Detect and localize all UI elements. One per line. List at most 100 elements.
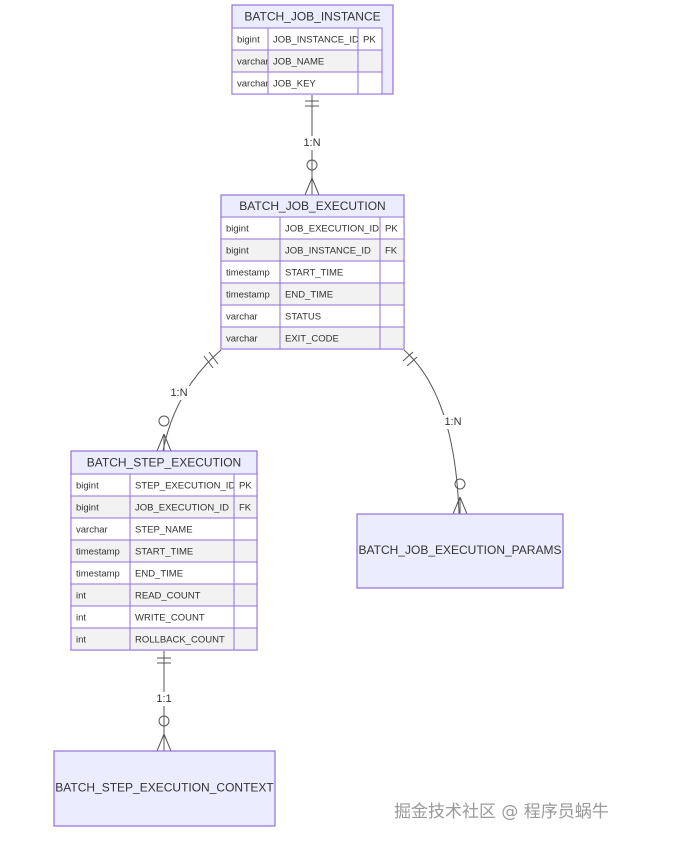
entity-step-execution-context: BATCH_STEP_EXECUTION_CONTEXT — [53, 750, 276, 827]
cardinality-one-mark — [402, 351, 414, 362]
cardinality-many-crowfoot — [452, 496, 468, 515]
attribute-row: varchar EXIT_CODE — [220, 326, 405, 350]
attr-type: timestamp — [76, 547, 120, 558]
cardinality-many-crowfoot — [304, 177, 320, 196]
attr-name: JOB_EXECUTION_ID — [135, 503, 229, 514]
attribute-row: timestamp START_TIME — [70, 539, 258, 563]
attr-cell — [357, 49, 383, 73]
attr-name: START_TIME — [135, 547, 193, 558]
attr-type: int — [76, 613, 86, 624]
attr-cell — [233, 561, 258, 585]
attr-type: timestamp — [226, 268, 270, 279]
attr-name: JOB_KEY — [273, 79, 316, 90]
cardinality-zero-circle — [454, 478, 466, 490]
entity-job-execution-params: BATCH_JOB_EXECUTION_PARAMS — [356, 513, 564, 589]
cardinality-zero-circle — [158, 415, 170, 427]
attribute-row: int READ_COUNT — [70, 583, 258, 607]
attr-name: JOB_EXECUTION_ID — [285, 224, 379, 235]
attr-cell — [233, 539, 258, 563]
attr-type: varchar — [237, 79, 269, 90]
attr-cell — [233, 627, 258, 651]
attribute-row: bigint JOB_INSTANCE_ID PK — [231, 27, 383, 51]
attr-type: bigint — [226, 246, 249, 257]
attr-name: STATUS — [285, 312, 321, 323]
relationship-label-bg — [168, 386, 190, 400]
cardinality-one-mark — [208, 351, 219, 365]
cardinality-many-crowfoot — [156, 433, 172, 452]
attr-key: PK — [363, 35, 376, 46]
attr-cell — [233, 605, 258, 629]
relationships: 1:N 1:N 1:N 1:1 — [153, 95, 468, 752]
cardinality-zero-circle — [306, 159, 318, 171]
attr-type: bigint — [226, 224, 249, 235]
attribute-row: int ROLLBACK_COUNT — [70, 627, 258, 651]
relationship-job-execution-to-step-execution: 1:N — [156, 349, 222, 452]
attr-key: FK — [239, 503, 252, 514]
relationship-label: 1:1 — [156, 693, 171, 705]
attr-cell — [233, 517, 258, 541]
relationship-label-bg — [153, 692, 175, 706]
attribute-row: timestamp END_TIME — [70, 561, 258, 585]
cardinality-one-mark — [406, 356, 418, 367]
attr-type: bigint — [237, 35, 260, 46]
relationship-label-bg — [442, 415, 464, 429]
attr-key: PK — [385, 224, 398, 235]
attr-type: int — [76, 591, 86, 602]
relationship-line — [403, 349, 460, 515]
attr-type: varchar — [226, 334, 258, 345]
attr-name: END_TIME — [135, 569, 183, 580]
entity-name: BATCH_JOB_INSTANCE — [244, 10, 380, 24]
attr-cell — [379, 326, 405, 350]
relationship-label: 1:N — [303, 137, 320, 149]
attr-name: EXIT_CODE — [285, 334, 339, 345]
attr-type: varchar — [76, 525, 108, 536]
attr-key: PK — [239, 481, 252, 492]
relationship-job-instance-to-job-execution: 1:N — [301, 95, 323, 196]
attr-type: timestamp — [226, 290, 270, 301]
attr-type: varchar — [226, 312, 258, 323]
attr-key: FK — [385, 246, 398, 257]
attr-cell — [379, 260, 405, 284]
attr-name: READ_COUNT — [135, 591, 201, 602]
relationship-job-execution-to-job-execution-params: 1:N — [402, 349, 468, 515]
attribute-row: varchar STATUS — [220, 304, 405, 328]
attribute-row: bigint STEP_EXECUTION_ID PK — [70, 473, 258, 497]
relationship-label: 1:N — [170, 387, 187, 399]
attr-cell — [379, 282, 405, 306]
watermark: 掘金技术社区 @ 程序员蜗牛 — [394, 802, 609, 822]
cardinality-one-mark — [203, 355, 214, 369]
entity-name: BATCH_JOB_EXECUTION_PARAMS — [359, 543, 562, 557]
relationship-line — [162, 349, 222, 452]
attr-name: END_TIME — [285, 290, 333, 301]
attr-type: timestamp — [76, 569, 120, 580]
cardinality-zero-circle — [158, 715, 170, 727]
attr-type: bigint — [76, 481, 99, 492]
entity-box — [356, 513, 564, 589]
attribute-row: bigint JOB_INSTANCE_ID FK — [220, 238, 405, 262]
cardinality-many-crowfoot — [156, 733, 172, 752]
attr-cell — [357, 71, 383, 95]
attribute-row: varchar STEP_NAME — [70, 517, 258, 541]
attribute-row: timestamp END_TIME — [220, 282, 405, 306]
entity-name: BATCH_STEP_EXECUTION — [87, 456, 241, 470]
attr-name: JOB_INSTANCE_ID — [273, 35, 359, 46]
attr-name: JOB_INSTANCE_ID — [285, 246, 371, 257]
attr-type: int — [76, 635, 86, 646]
attr-name: ROLLBACK_COUNT — [135, 635, 225, 646]
attr-cell — [379, 304, 405, 328]
attr-cell — [233, 583, 258, 607]
entity-name: BATCH_STEP_EXECUTION_CONTEXT — [55, 781, 274, 795]
relationship-label: 1:N — [444, 416, 461, 428]
attr-name: STEP_EXECUTION_ID — [135, 481, 235, 492]
attr-name: STEP_NAME — [135, 525, 193, 536]
attr-name: WRITE_COUNT — [135, 613, 205, 624]
attribute-row: int WRITE_COUNT — [70, 605, 258, 629]
